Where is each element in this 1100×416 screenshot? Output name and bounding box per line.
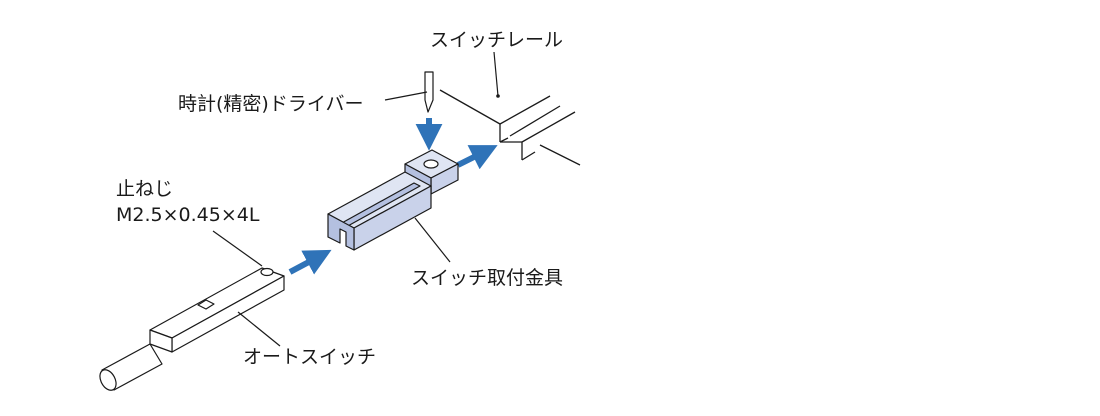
auto-switch xyxy=(99,267,285,391)
label-switch-rail: スイッチレール xyxy=(430,29,563,51)
arrow-to-rail xyxy=(456,145,498,170)
screwdriver xyxy=(424,71,434,113)
label-bracket: スイッチ取付金具 xyxy=(411,267,563,289)
leader-screwdriver xyxy=(384,91,428,101)
arrow-to-bracket xyxy=(288,249,332,275)
leader-dot-switch-rail xyxy=(496,94,500,98)
mounting-bracket xyxy=(327,149,459,251)
leader-auto-switch xyxy=(237,311,281,347)
leader-set-screw xyxy=(212,230,263,267)
label-screwdriver: 時計(精密)ドライバー xyxy=(178,93,363,115)
label-set-screw-title: 止ねじ xyxy=(116,178,173,200)
switch-rail xyxy=(439,89,581,166)
label-auto-switch: オートスイッチ xyxy=(243,346,376,368)
label-set-screw-spec: M2.5×0.45×4L xyxy=(116,204,260,226)
leader-switch-rail xyxy=(493,51,499,97)
leader-bracket xyxy=(414,217,451,263)
